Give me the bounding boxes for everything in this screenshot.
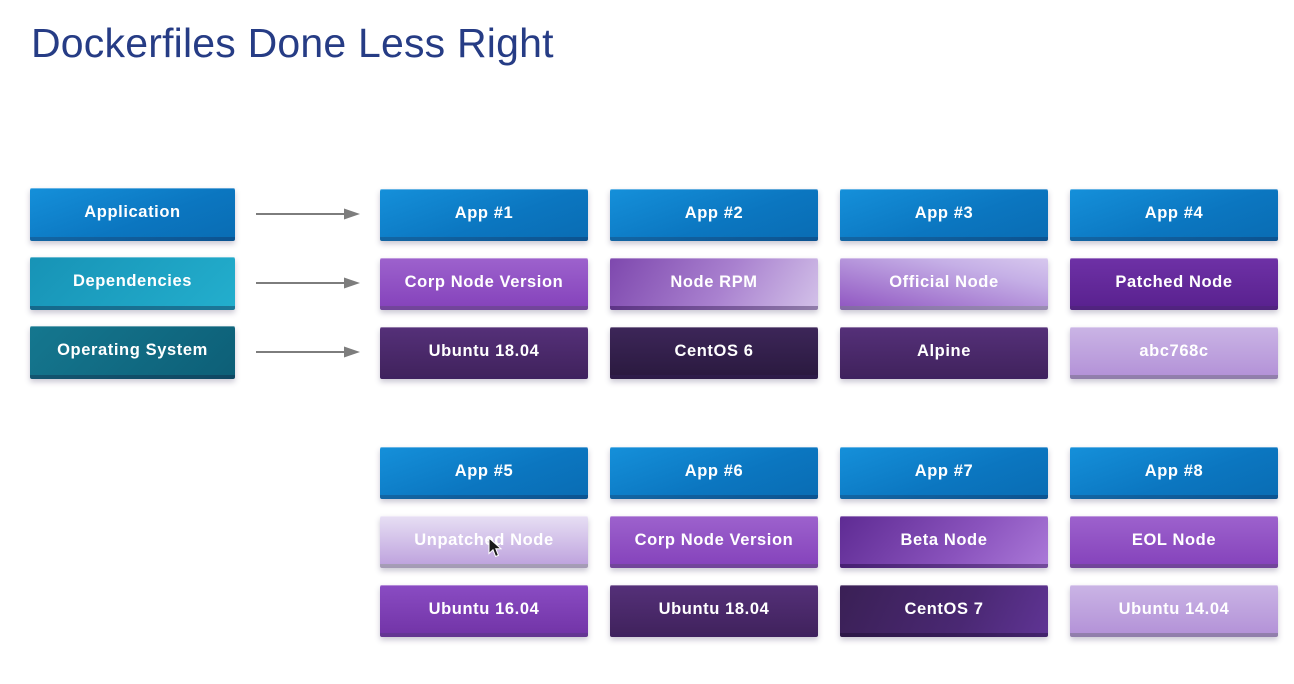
os-box: Ubuntu 14.04 <box>1070 585 1278 637</box>
os-box-label: Ubuntu 18.04 <box>428 341 540 360</box>
os-box: Ubuntu 16.04 <box>380 585 588 637</box>
arrow-right-icon <box>256 208 360 220</box>
os-box: Ubuntu 18.04 <box>610 585 818 637</box>
app-box: App #8 <box>1070 447 1278 499</box>
app-box: App #5 <box>380 447 588 499</box>
app-box-label: App #5 <box>454 461 514 480</box>
legend: Application Dependencies Operating Syste… <box>30 188 235 379</box>
os-box-label: CentOS 6 <box>674 341 754 360</box>
dependency-box: Node RPM <box>610 258 818 310</box>
dependency-box-label: Beta Node <box>900 530 988 549</box>
os-box-label: abc768c <box>1139 341 1209 360</box>
dependency-box-label: Patched Node <box>1115 272 1233 291</box>
legend-arrows <box>256 188 360 379</box>
dependency-box-label: Node RPM <box>670 272 758 291</box>
app-box: App #1 <box>380 189 588 241</box>
app-box-label: App #1 <box>454 203 514 222</box>
mouse-cursor-icon <box>488 537 502 558</box>
legend-box-application: Application <box>30 188 235 241</box>
dependency-box-label: Official Node <box>889 272 999 291</box>
app-box: App #7 <box>840 447 1048 499</box>
os-box-label: Ubuntu 18.04 <box>658 599 770 618</box>
dependency-box: Corp Node Version <box>380 258 588 310</box>
stack-app2: App #2 Node RPM CentOS 6 <box>610 189 818 379</box>
app-box: App #4 <box>1070 189 1278 241</box>
dependency-box-label: Unpatched Node <box>414 530 554 549</box>
stack-app7: App #7 Beta Node CentOS 7 <box>840 447 1048 637</box>
dependency-box-label: Corp Node Version <box>634 530 794 549</box>
os-box-label: Alpine <box>916 341 972 360</box>
stack-app1: App #1 Corp Node Version Ubuntu 18.04 <box>380 189 588 379</box>
os-box: Alpine <box>840 327 1048 379</box>
stack-app3: App #3 Official Node Alpine <box>840 189 1048 379</box>
app-box-label: App #3 <box>914 203 974 222</box>
stack-app5: App #5 Unpatched Node Ubuntu 16.04 <box>380 447 588 637</box>
stack-app8: App #8 EOL Node Ubuntu 14.04 <box>1070 447 1278 637</box>
stack-group-2: App #5 Unpatched Node Ubuntu 16.04 App #… <box>380 447 1278 637</box>
page-title: Dockerfiles Done Less Right <box>31 20 554 66</box>
app-box-label: App #8 <box>1144 461 1204 480</box>
app-box: App #3 <box>840 189 1048 241</box>
app-box-label: App #6 <box>684 461 744 480</box>
app-box-label: App #4 <box>1144 203 1204 222</box>
legend-label: Application <box>84 203 181 221</box>
arrow-right-icon <box>256 346 360 358</box>
dependency-box-label: Corp Node Version <box>404 272 564 291</box>
dependency-box: Unpatched Node <box>380 516 588 568</box>
arrow-right-icon <box>256 277 360 289</box>
os-box: CentOS 7 <box>840 585 1048 637</box>
app-box-label: App #2 <box>684 203 744 222</box>
dependency-box: Corp Node Version <box>610 516 818 568</box>
dependency-box: Official Node <box>840 258 1048 310</box>
dependency-box: Patched Node <box>1070 258 1278 310</box>
os-box: Ubuntu 18.04 <box>380 327 588 379</box>
os-box-label: Ubuntu 16.04 <box>428 599 540 618</box>
dependency-box-label: EOL Node <box>1131 530 1217 549</box>
os-box-label: Ubuntu 14.04 <box>1118 599 1230 618</box>
os-box: abc768c <box>1070 327 1278 379</box>
legend-label: Operating System <box>57 341 208 359</box>
app-box: App #2 <box>610 189 818 241</box>
dependency-box: Beta Node <box>840 516 1048 568</box>
dependency-box: EOL Node <box>1070 516 1278 568</box>
os-box: CentOS 6 <box>610 327 818 379</box>
legend-box-dependencies: Dependencies <box>30 257 235 310</box>
stack-app4: App #4 Patched Node abc768c <box>1070 189 1278 379</box>
app-box: App #6 <box>610 447 818 499</box>
stack-group-1: App #1 Corp Node Version Ubuntu 18.04 Ap… <box>380 189 1278 379</box>
legend-label: Dependencies <box>72 272 193 290</box>
legend-box-operating-system: Operating System <box>30 326 235 379</box>
stack-app6: App #6 Corp Node Version Ubuntu 18.04 <box>610 447 818 637</box>
os-box-label: CentOS 7 <box>904 599 984 618</box>
app-box-label: App #7 <box>914 461 974 480</box>
